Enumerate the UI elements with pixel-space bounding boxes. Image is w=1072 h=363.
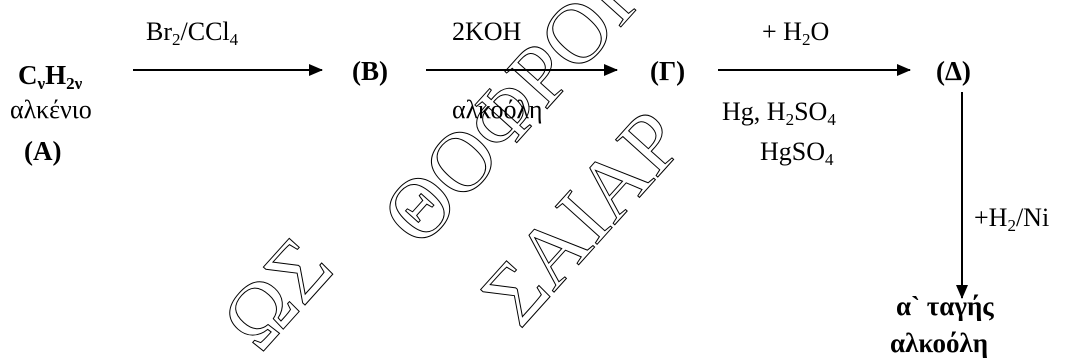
compound-g-label: (Γ) [650,56,685,86]
reagent-alcohol-solvent: αλκοόλη [452,95,543,124]
reagent-catalyst-line-2: HgSO4 [760,137,834,169]
compound-b-label: (B) [352,56,388,86]
compound-a: CνH2ν αλκένιο (A) [10,60,92,166]
watermark: ΘΟΦΡΟΙ ΣΑΙΑΡ ΩΣ [202,0,702,363]
reagent-br2-ccl4: Br2/CCl4 [146,17,239,49]
compound-d-label: (Δ) [936,56,971,86]
reaction-step-4: +H2/Ni [956,92,1049,299]
final-product: α` ταγής αλκοόλη [890,291,994,358]
reagent-hydrogen-nickel: +H2/Ni [974,203,1049,235]
product-line-2: αλκοόλη [890,328,988,358]
reagent-catalyst-line-1: Hg, H2SO4 [722,97,836,129]
watermark-line-3: ΩΣ [203,219,351,363]
reaction-step-1: Br2/CCl4 [133,17,323,76]
product-line-1: α` ταγής [896,291,994,321]
reaction-step-3: + H2O Hg, H2SO4 HgSO4 [718,17,911,169]
reaction-step-2: 2KOH αλκοόλη [426,17,618,124]
compound-a-formula: CνH2ν [18,60,83,93]
compound-a-label: (A) [24,136,61,166]
reagent-koh: 2KOH [452,17,522,46]
compound-a-class: αλκένιο [10,95,92,124]
reagent-water: + H2O [762,17,829,49]
